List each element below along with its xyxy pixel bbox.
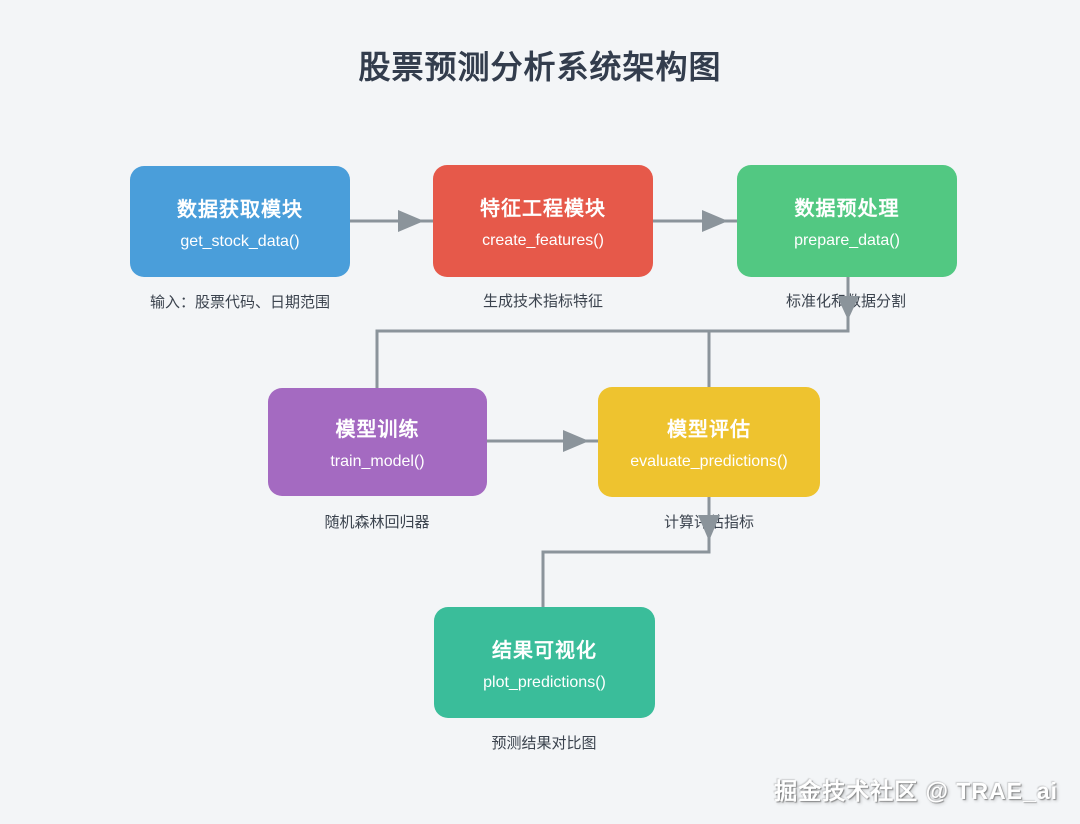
node-model-evaluation-function: evaluate_predictions() xyxy=(630,453,788,470)
arrowhead-features-to-preprocessing xyxy=(702,210,728,232)
node-feature-engineering-label: 特征工程模块 xyxy=(480,198,606,220)
caption-data-preprocessing: 标准化和数据分割 xyxy=(785,293,907,310)
node-model-evaluation-label: 模型评估 xyxy=(667,419,751,441)
caption-result-visualization: 预测结果对比图 xyxy=(491,735,597,752)
node-data-preprocessing: 数据预处理 prepare_data() xyxy=(737,165,957,277)
node-result-visualization: 结果可视化 plot_predictions() xyxy=(434,607,655,718)
node-result-visualization-label: 结果可视化 xyxy=(492,639,597,662)
watermark: 掘金技术社区 @ TRAE_ai xyxy=(774,778,1058,804)
node-model-evaluation: 模型评估 evaluate_predictions() xyxy=(598,387,820,497)
node-data-acquisition-label: 数据获取模块 xyxy=(177,198,303,221)
node-data-acquisition: 数据获取模块 get_stock_data() xyxy=(130,166,350,277)
node-model-training: 模型训练 train_model() xyxy=(268,388,487,496)
caption-data-acquisition: 输入：股票代码、日期范围 xyxy=(149,294,331,311)
page-title: 股票预测分析系统架构图 xyxy=(358,49,722,85)
caption-model-evaluation: 计算评估指标 xyxy=(663,514,755,531)
caption-feature-engineering: 生成技术指标特征 xyxy=(482,293,604,310)
node-model-training-label: 模型训练 xyxy=(335,419,420,441)
node-result-visualization-function: plot_predictions() xyxy=(483,673,606,691)
node-data-acquisition-function: get_stock_data() xyxy=(180,232,300,250)
connector-preprocessing-to-training xyxy=(375,277,850,389)
node-model-training-function: train_model() xyxy=(330,453,425,470)
node-feature-engineering-function: create_features() xyxy=(482,232,604,249)
node-data-preprocessing-function: prepare_data() xyxy=(794,232,900,249)
node-feature-engineering: 特征工程模块 create_features() xyxy=(433,165,653,277)
node-data-preprocessing-label: 数据预处理 xyxy=(794,198,900,220)
caption-model-training: 随机森林回归器 xyxy=(324,514,430,531)
arrowhead-acquisition-to-features xyxy=(398,210,424,232)
arrowhead-training-to-evaluation xyxy=(563,430,589,452)
